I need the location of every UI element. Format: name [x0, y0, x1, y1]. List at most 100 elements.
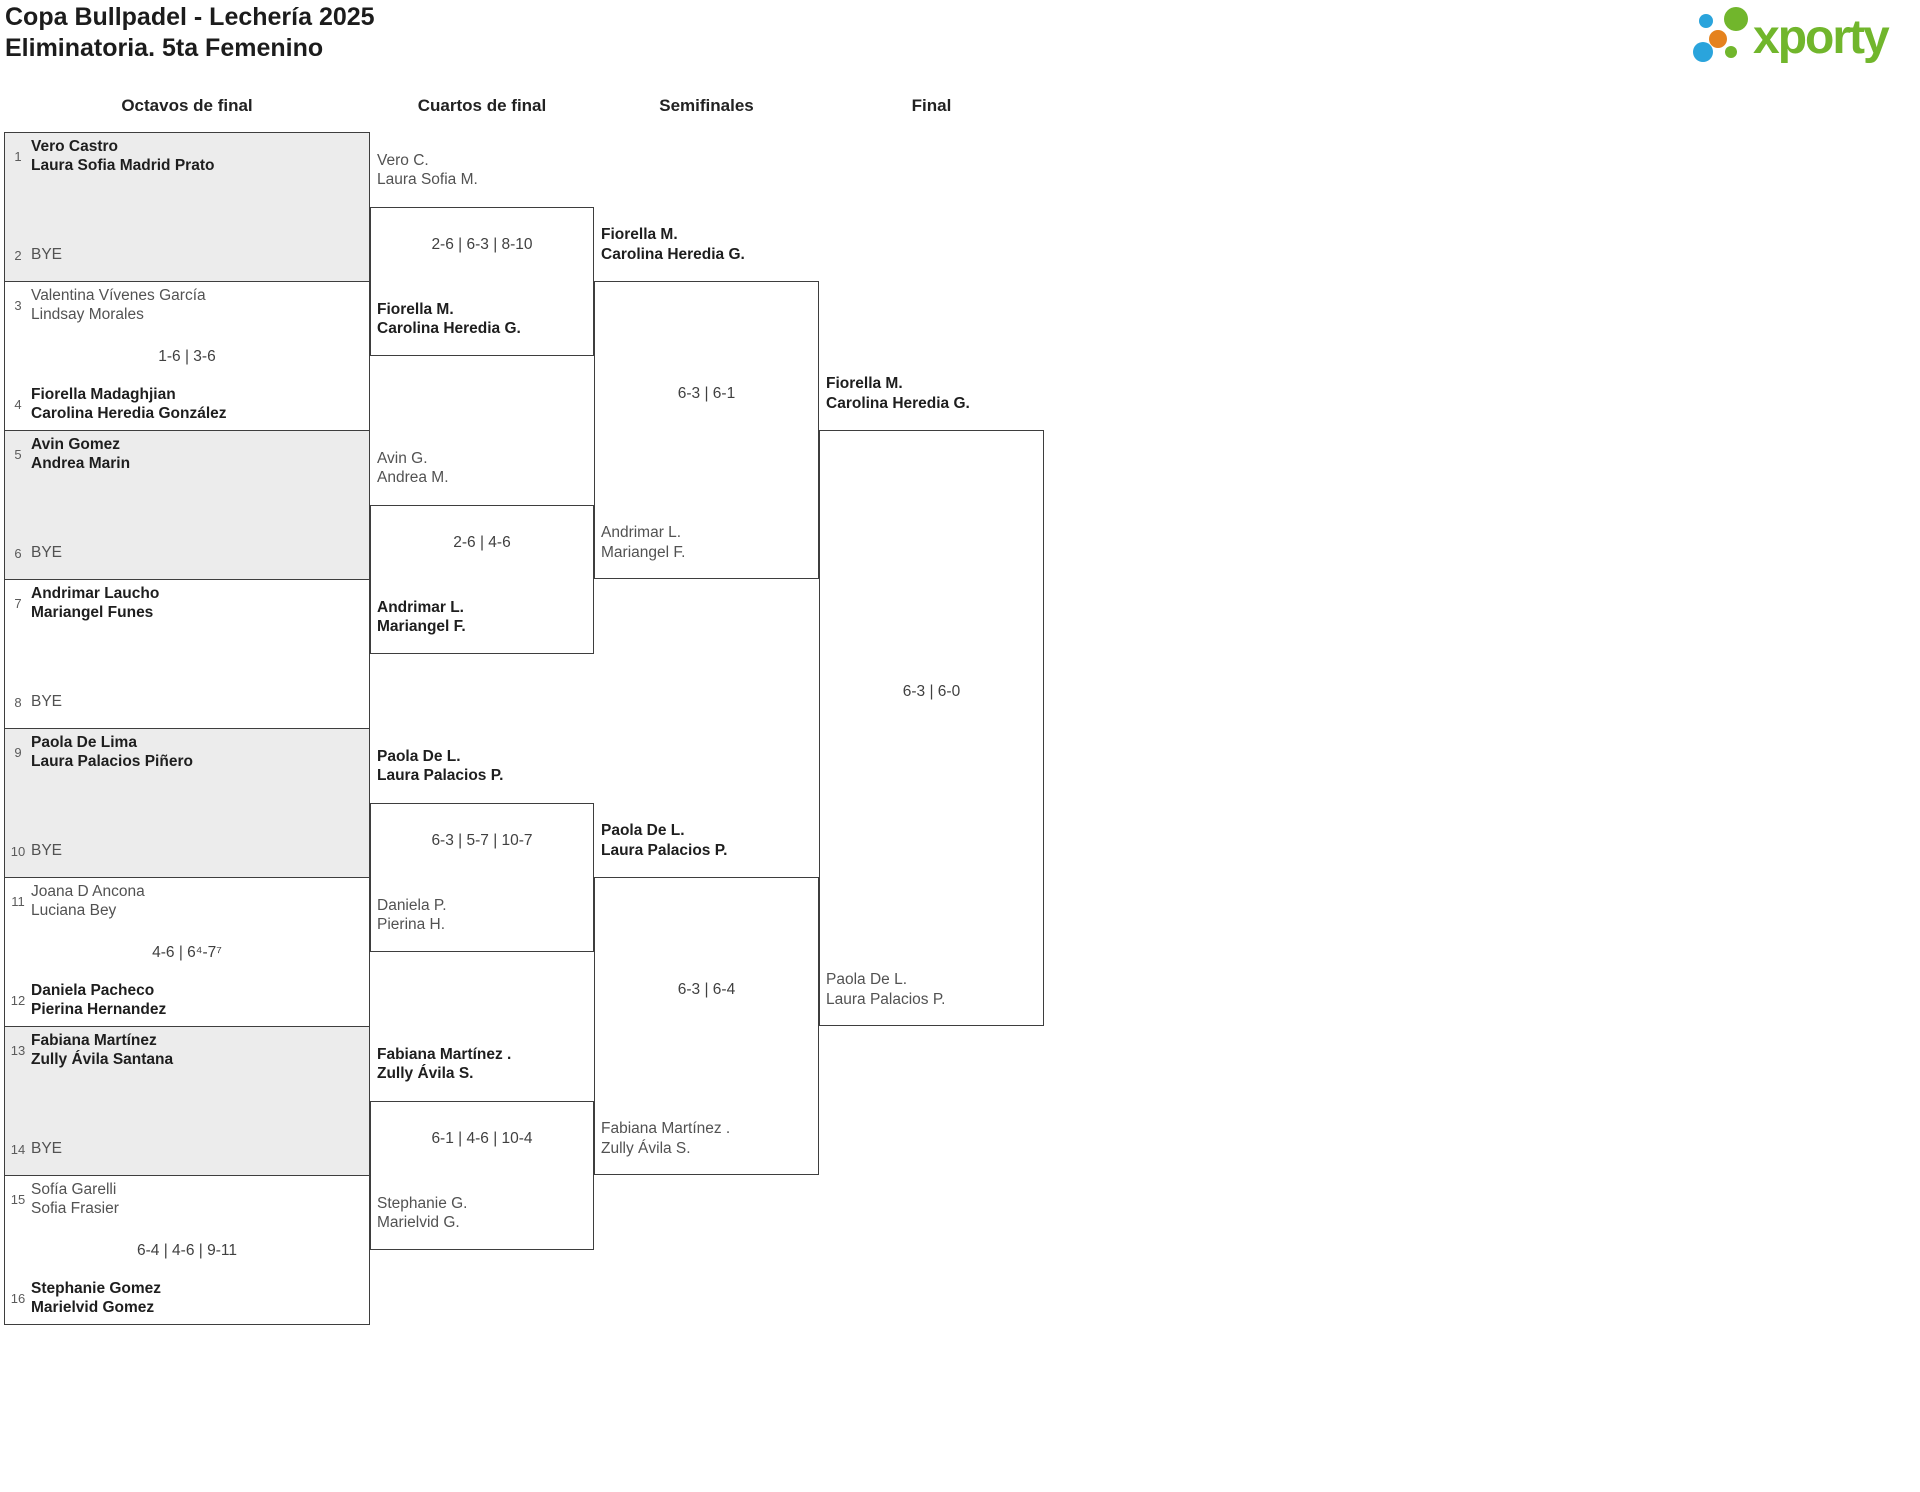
team-slot[interactable]: Fiorella M.Carolina Heredia G. [601, 225, 745, 264]
seed-number: 9 [14, 744, 22, 760]
match-connector-box [370, 206, 594, 356]
team-name-line: BYE [31, 693, 63, 711]
team-name-line: Andrimar L. [377, 598, 464, 616]
match-score: 6-3 | 6-0 [902, 683, 961, 700]
team-slot[interactable]: 8 BYE [5, 680, 369, 724]
seed-number: 11 [11, 893, 25, 909]
team-name-line: Paola De L. [826, 971, 907, 988]
team-name-line: Paola De L. [601, 822, 685, 839]
team-name-line: Fiorella M. [826, 375, 903, 392]
seed-number: 7 [14, 595, 22, 611]
team-name-line: Stephanie Gomez [31, 1279, 162, 1297]
team-name-line: Fabiana Martínez [31, 1031, 157, 1049]
team-name-line: BYE [31, 1140, 63, 1158]
team-name-line: Laura Sofia M. [377, 171, 478, 188]
logo-text: xporty [1753, 11, 1890, 64]
logo-dot-orange [1709, 29, 1727, 48]
team-slot[interactable]: Stephanie G. Marielvid G. [377, 1194, 467, 1233]
tournament-title: Copa Bullpadel - Lechería 2025 [5, 3, 375, 31]
team-name-line: Carolina Heredia G. [601, 245, 745, 263]
team-slot[interactable]: 6 BYE [5, 531, 369, 575]
team-name-line: Stephanie G. [377, 1194, 468, 1212]
seed-number: 14 [10, 1141, 26, 1157]
match-score: 6-1 | 4-6 | 10-4 [431, 1130, 533, 1147]
team-name-line: Pierina H. [377, 916, 446, 933]
team-slot[interactable]: Paola De L. Laura Palacios P. [601, 821, 727, 860]
team-slot[interactable]: Vero C. Laura Sofia M. [377, 151, 478, 190]
logo-dot-green-large [1724, 7, 1748, 31]
match-score: 2-6 | 6-3 | 8-10 [431, 236, 533, 253]
team-name-line: Laura Palacios P. [601, 841, 728, 859]
match-score: 6-3 | 6-1 [677, 385, 736, 402]
team-name-line: Luciana Bey [31, 902, 117, 919]
team-slot[interactable]: Paola De L. Laura Palacios P. [826, 970, 946, 1009]
team-name-line: Fiorella M. [377, 300, 454, 318]
team-name-line: Andrimar Laucho [31, 584, 160, 602]
team-slot[interactable]: Fabiana Martínez . Zully Ávila S. [601, 1119, 730, 1158]
match-connector-box [370, 802, 594, 952]
team-name-line: Laura Palacios Piñero [31, 753, 193, 770]
match-score: 6-3 | 5-7 | 10-7 [431, 832, 533, 849]
match-connector-box [370, 504, 594, 654]
team-slot[interactable]: Avin G.Andrea M. [377, 449, 449, 488]
team-names: BYE [31, 841, 62, 861]
team-names: BYE [31, 543, 62, 563]
seed-number: 4 [14, 396, 22, 412]
seed-number: 2 [14, 247, 22, 263]
team-names: BYE [31, 1139, 62, 1159]
team-name-line: Fabiana Martínez . [377, 1045, 512, 1063]
team-name-line: Laura Palacios P. [826, 990, 946, 1008]
team-name-line: Avin Gomez [31, 435, 120, 453]
seed-number: 6 [14, 545, 22, 561]
team-name-line: Fiorella Madaghjian [31, 385, 176, 403]
team-name-line: BYE [31, 842, 63, 860]
team-slot[interactable]: Daniela P. Pierina H. [377, 896, 447, 935]
team-name-line: Zully Ávila S. [601, 1139, 691, 1157]
team-slot[interactable]: Fiorella M.Carolina Heredia G. [826, 374, 970, 413]
seed-number: 12 [10, 992, 26, 1008]
seed-number: 8 [14, 694, 22, 710]
seed-number: 13 [10, 1042, 26, 1058]
logo-dot-blue-small [1699, 14, 1713, 28]
match-score: 4-6 | 6⁴-7⁷ [152, 944, 222, 961]
team-slot[interactable]: Fabiana Martínez .Zully Ávila S. [377, 1045, 511, 1084]
team-name-line: Carolina Heredia González [31, 405, 227, 422]
team-name-line: Fabiana Martínez . [601, 1120, 731, 1137]
team-name-line: Marielvid G. [377, 1214, 460, 1231]
team-name-line: Mariangel F. [601, 543, 686, 561]
team-slot[interactable]: 14 BYE [5, 1127, 369, 1171]
seed-number: 5 [14, 446, 22, 462]
team-slot[interactable]: Fiorella M.Carolina Heredia G. [377, 300, 521, 339]
seed-number: 1 [14, 148, 22, 164]
team-slot[interactable]: Andrimar L. Mariangel F. [377, 598, 466, 637]
team-slot[interactable]: Paola De L.Laura Palacios P. [377, 747, 503, 786]
team-name-line: Mariangel F. [377, 618, 466, 635]
team-name-line: Daniela P. [377, 896, 447, 914]
team-name-line: Vero C. [377, 151, 429, 169]
match-connector-box [594, 281, 819, 579]
team-slot[interactable]: Andrimar L.Mariangel F. [601, 523, 685, 562]
